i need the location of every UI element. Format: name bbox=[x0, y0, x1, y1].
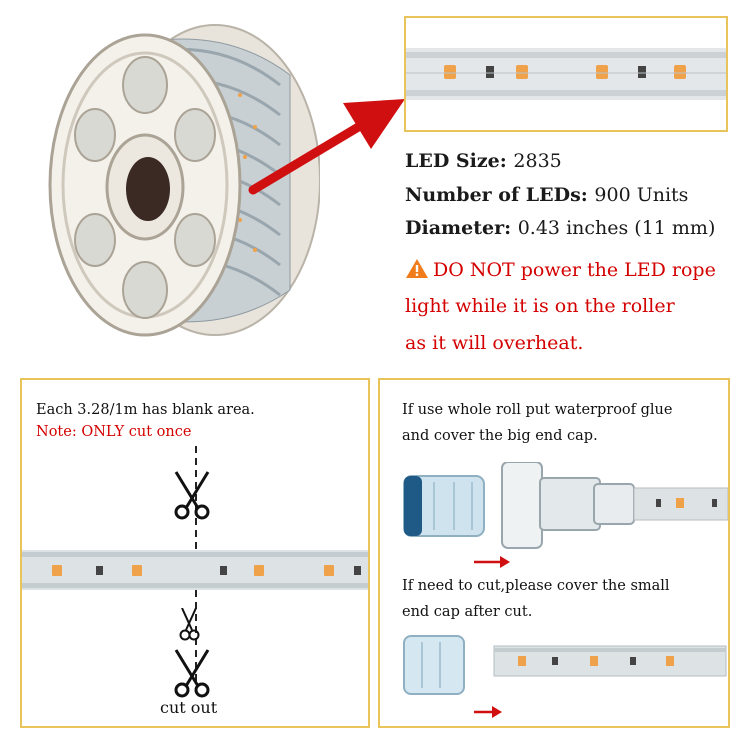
cut-instructions-panel: Each 3.28/1m has blank area. Note: ONLY … bbox=[20, 378, 370, 728]
spec-label: Number of LEDs: bbox=[405, 184, 588, 206]
big-end-cap-illustration bbox=[403, 462, 728, 568]
spec-led-count: Number of LEDs: 900 Units bbox=[405, 184, 688, 206]
scissors-icon bbox=[168, 470, 216, 520]
small-end-cap-illustration bbox=[403, 635, 727, 718]
spec-value: 900 Units bbox=[594, 184, 689, 206]
spec-value: 0.43 inches (11 mm) bbox=[517, 217, 716, 239]
warning-line-2: light while it is on the roller bbox=[405, 295, 675, 317]
warning-line-3: as it will overheat. bbox=[405, 332, 584, 354]
rope-light-reel bbox=[40, 15, 320, 345]
spec-label: Diameter: bbox=[405, 217, 512, 239]
cap-instruction-line: end cap after cut. bbox=[402, 604, 533, 620]
cut-instruction-text: Each 3.28/1m has blank area. bbox=[36, 402, 255, 418]
led-strip-closeup bbox=[406, 48, 726, 100]
scissors-icon bbox=[174, 608, 204, 642]
warning-icon bbox=[405, 258, 429, 279]
cut-out-label: cut out bbox=[160, 698, 218, 717]
arrow-right-icon bbox=[474, 556, 510, 568]
spec-label: LED Size: bbox=[405, 150, 507, 172]
cap-instruction-line: and cover the big end cap. bbox=[402, 428, 598, 444]
spec-diameter: Diameter: 0.43 inches (11 mm) bbox=[405, 217, 715, 239]
arrow-right-icon bbox=[474, 706, 502, 718]
warning-text: DO NOT power the LED rope bbox=[433, 259, 716, 281]
end-cap-panel: If use whole roll put waterproof glue an… bbox=[378, 378, 730, 728]
led-closeup-panel bbox=[404, 16, 728, 132]
scissors-icon bbox=[168, 648, 216, 698]
cap-instruction-line: If use whole roll put waterproof glue bbox=[402, 402, 673, 418]
spec-led-size: LED Size: 2835 bbox=[405, 150, 562, 172]
cut-note: Note: ONLY cut once bbox=[36, 424, 192, 440]
cap-instruction-line: If need to cut,please cover the small bbox=[402, 578, 670, 594]
arrow-right-icon bbox=[245, 85, 410, 205]
spec-value: 2835 bbox=[513, 150, 562, 172]
warning-line-1: DO NOT power the LED rope bbox=[405, 258, 716, 281]
led-strip bbox=[22, 550, 368, 590]
